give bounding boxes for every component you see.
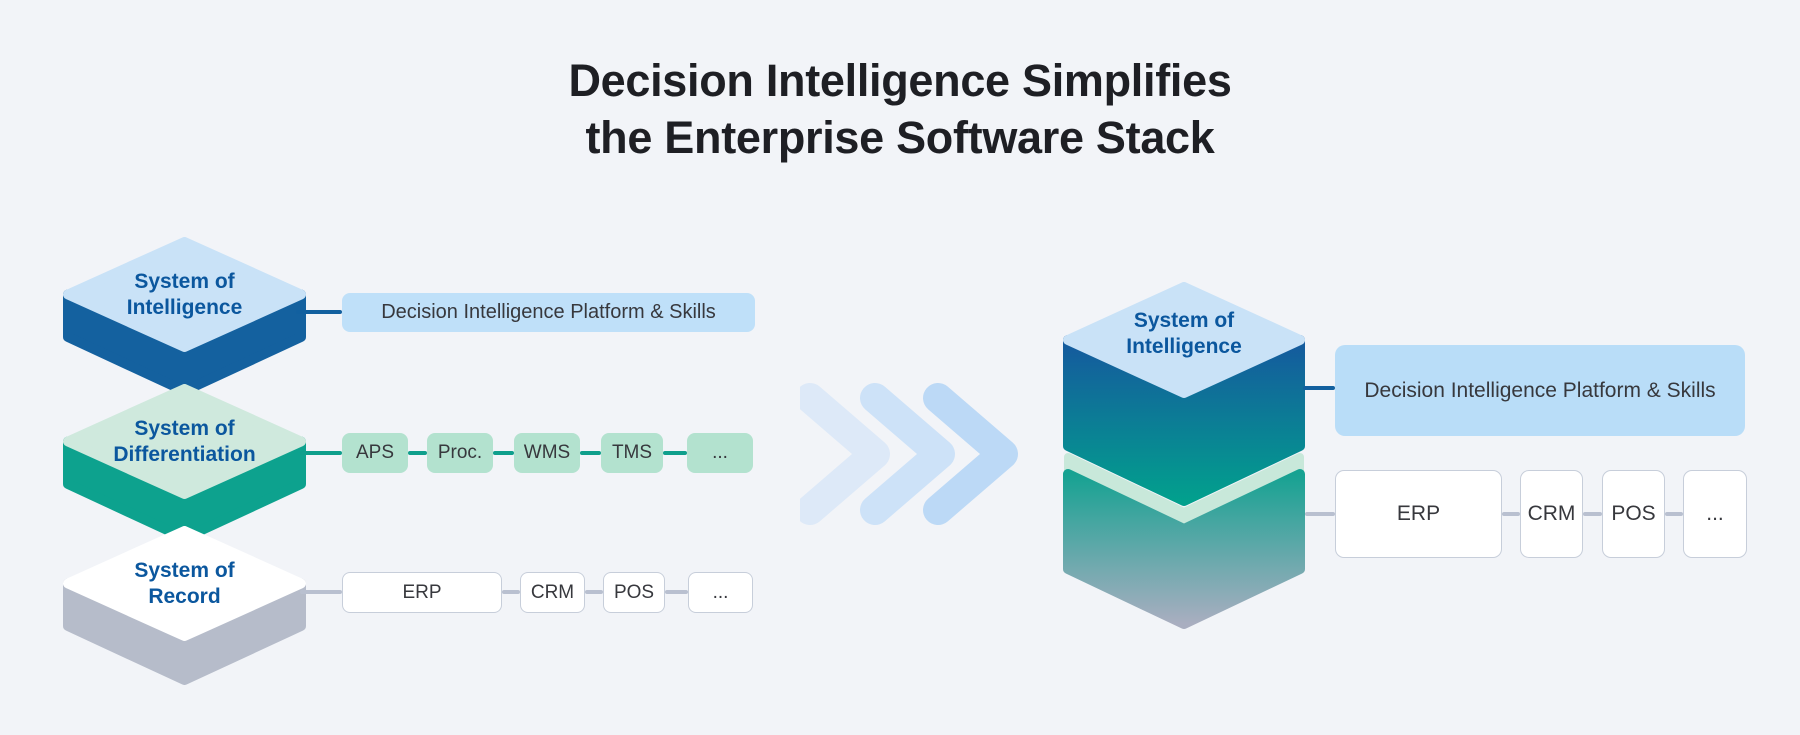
platform-skills-box-right: Decision Intelligence Platform & Skills xyxy=(1335,345,1745,436)
page-title: Decision Intelligence Simplifies the Ent… xyxy=(0,52,1800,166)
diamond-intelligence-label: System of Intelligence xyxy=(126,270,243,319)
combined-stack-system-of-intelligence: System of Intelligence xyxy=(1063,282,1305,630)
connector-differentiation-3 xyxy=(580,451,601,455)
diamond-system-of-differentiation: System of Differentiation xyxy=(62,384,307,543)
wms-box: WMS xyxy=(514,433,580,473)
connector-right-record-0 xyxy=(1305,512,1335,516)
connector-right-record-2 xyxy=(1583,512,1602,516)
diamond-system-of-intelligence: System of Intelligence xyxy=(62,237,307,396)
tms-box: TMS xyxy=(601,433,663,473)
connector-record-0 xyxy=(300,590,342,594)
diamond-differentiation-label: System of Differentiation xyxy=(113,417,256,466)
connector-differentiation-2 xyxy=(493,451,514,455)
record-more-box: ... xyxy=(688,572,753,613)
connector-record-1 xyxy=(502,590,520,594)
connector-record-3 xyxy=(665,590,688,594)
diamond-system-of-record: System of Record xyxy=(62,526,307,685)
erp-box: ERP xyxy=(342,572,502,613)
diamond-differentiation-shape xyxy=(63,384,306,543)
aps-box: APS xyxy=(342,433,408,473)
combined-stack-shape xyxy=(1063,282,1305,629)
proc-box: Proc. xyxy=(427,433,493,473)
page-title-line1: Decision Intelligence Simplifies xyxy=(568,55,1232,106)
crm-box: CRM xyxy=(520,572,585,613)
diamond-record-shape xyxy=(63,526,306,685)
triple-chevron-right-icon xyxy=(800,383,1018,525)
connector-right-record-3 xyxy=(1665,512,1683,516)
connector-differentiation-4 xyxy=(663,451,687,455)
combined-stack-label: System of Intelligence xyxy=(1126,309,1242,358)
connector-record-2 xyxy=(585,590,603,594)
page-title-line2: the Enterprise Software Stack xyxy=(585,112,1215,163)
connector-right-record-1 xyxy=(1502,512,1520,516)
pos-box: POS xyxy=(603,572,665,613)
platform-skills-box: Decision Intelligence Platform & Skills xyxy=(342,293,755,332)
erp-box-right: ERP xyxy=(1335,470,1502,558)
pos-box-right: POS xyxy=(1602,470,1665,558)
diamond-record-label: System of Record xyxy=(134,559,235,608)
differentiation-more-box: ... xyxy=(687,433,753,473)
connector-differentiation-0 xyxy=(300,451,342,455)
diamond-intelligence-shape xyxy=(63,237,306,396)
connector-differentiation-1 xyxy=(408,451,427,455)
record-more-box-right: ... xyxy=(1683,470,1747,558)
connector-right-platform xyxy=(1303,386,1335,390)
connector-intelligence xyxy=(296,310,342,314)
crm-box-right: CRM xyxy=(1520,470,1583,558)
